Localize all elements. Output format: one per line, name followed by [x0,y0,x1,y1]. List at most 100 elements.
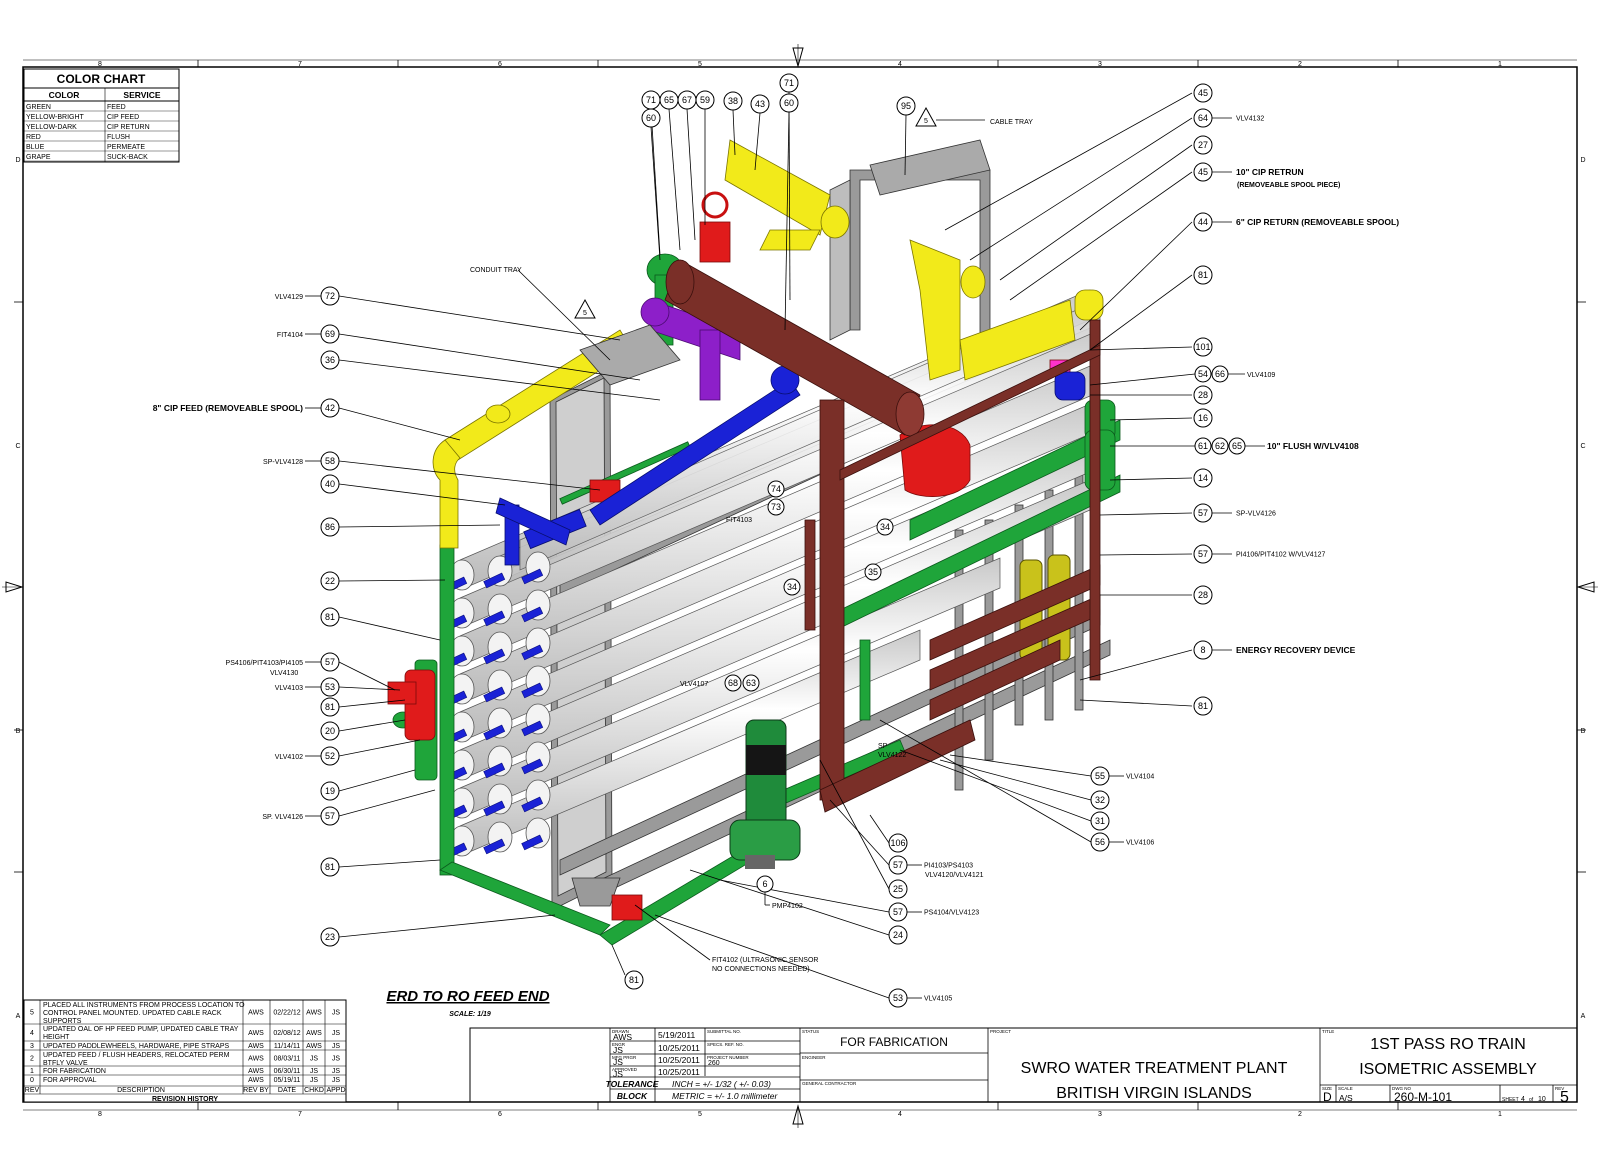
tolerance-metric: METRIC = +/- 1.0 millimeter [672,1091,778,1101]
callout-top-71: 71 [641,90,661,110]
callout-61: 61 [1194,437,1212,455]
rev-label: REV [1555,1086,1564,1091]
callout-right-label: SP-VLV4126 [1236,511,1276,518]
callout-top-38: 38 [723,91,743,111]
callout-left-label: FIT4104 [277,332,303,339]
approved-date: 10/25/2011 [658,1067,700,1077]
svg-text:24: 24 [893,930,903,940]
rev-by: AWS [248,1010,264,1017]
drawn-date: 5/19/2011 [658,1030,695,1040]
svg-text:54: 54 [1198,369,1208,379]
rev-description: UPDATED OAL OF HP FEED PUMP, UPDATED CAB… [43,1026,239,1033]
color-chart-color: GREEN [26,104,51,111]
callout-left-20: 20 [320,721,340,741]
svg-text:57: 57 [1198,508,1208,518]
callout-left-label: VLV4102 [275,754,303,761]
callout-right-45: 45 [1193,162,1213,182]
svg-text:55: 55 [1095,771,1105,781]
flush-label: 10" FLUSH W/VLV4108 [1267,441,1359,451]
title-block: DRAWN AWS 5/19/2011 ENGR JS 10/25/2011 M… [469,1027,1578,1106]
rev-header-revby: REV BY [243,1087,269,1094]
tolerance-label-2: BLOCK [617,1091,648,1101]
zone-col-3-top: 3 [1098,61,1102,68]
project-line-1: SWRO WATER TREATMENT PLANT [1021,1060,1288,1077]
submittal-label: SUBMITTAL NO. [707,1029,741,1034]
callout-right-label: ENERGY RECOVERY DEVICE [1236,645,1356,655]
zone-col-2-top: 2 [1298,61,1302,68]
rev-date: 02/08/12 [273,1030,300,1037]
zone-col-6-top: 6 [498,61,502,68]
svg-text:40: 40 [325,479,335,489]
rev-description: CONTROL PANEL MOUNTED. UPDATED CABLE RAC… [43,1010,222,1017]
zone-col-6-bottom: 6 [498,1111,502,1118]
size-label: SIZE [1322,1086,1332,1091]
fit4102-label-2: NO CONNECTIONS NEEDED) [712,966,810,973]
dwg-no-label: DWG NO [1392,1086,1411,1091]
callout-right-28: 28 [1193,585,1213,605]
zone-col-1-bottom: 1 [1498,1111,1502,1118]
callout-right-57: 57 [1193,503,1213,523]
tolerance-label-1: TOLERANCE [606,1079,659,1089]
rev-header-chkd: CHKD [304,1087,324,1094]
svg-text:38: 38 [728,96,738,106]
callout-left-label: VLV4103 [275,685,303,692]
callout-left-81: 81 [320,607,340,627]
callout-62: 62 [1211,437,1229,455]
view-title: ERD TO RO FEED END SCALE: 1/19 [386,988,549,1018]
callout-left-label: PS4106/PIT4103/PI4105 [226,660,304,667]
rev-date: 06/30/11 [274,1068,301,1075]
sp-label: SP [878,743,888,750]
zone-col-3-bottom: 3 [1098,1111,1102,1118]
svg-text:57: 57 [893,907,903,917]
svg-text:60: 60 [784,98,794,108]
callout-top-59: 59 [695,90,715,110]
callout-right-28: 28 [1193,385,1213,405]
vlv4130-label: VLV4130 [270,670,298,677]
suckback-piping-purple [640,297,741,401]
svg-text:56: 56 [1095,837,1105,847]
rev-appd: JS [332,1043,341,1050]
svg-text:31: 31 [1095,816,1105,826]
svg-text:45: 45 [1198,88,1208,98]
svg-text:28: 28 [1198,590,1208,600]
svg-text:95: 95 [901,101,911,111]
rev-by: AWS [248,1056,264,1063]
engr-date: 10/25/2011 [658,1043,700,1053]
project-line-2: BRITISH VIRGIN ISLANDS [1056,1085,1252,1102]
callout-left-42: 42 [320,398,340,418]
rev-header-date: DATE [278,1087,296,1094]
callout-bottom-106: 106 [888,833,908,853]
color-chart-service: FLUSH [107,134,130,141]
callout-right-57: 57 [1193,544,1213,564]
zone-row-c-left: C [15,443,20,450]
revision-history-title: REVISION HISTORY [152,1096,218,1103]
vlv4109-label: VLV4109 [1247,372,1275,379]
drawn-label: DRAWN [612,1029,629,1034]
rev-date: 08/03/11 [274,1056,301,1063]
rev-description: HEIGHT [43,1034,70,1041]
callout-left-69: 69 [320,324,340,344]
zone-row-d-left: D [15,157,20,164]
callout-bottom-55: 55 [1090,766,1110,786]
callout-74: 74 [767,480,785,498]
zone-col-4-bottom: 4 [898,1111,902,1118]
callout-left-label: VLV4129 [275,294,303,301]
rev-appd: JS [332,1077,341,1084]
svg-text:35: 35 [868,567,878,577]
callout-left-label: SP-VLV4128 [263,459,303,466]
svg-text:57: 57 [325,657,335,667]
vlv4120-4121-label: VLV4120/VLV4121 [925,872,984,879]
fit4102-label-1: FIT4102 (ULTRASONIC SENSOR [712,957,818,964]
size-value: D [1323,1090,1332,1104]
callout-top-43: 43 [750,94,770,114]
svg-text:36: 36 [325,355,335,365]
svg-text:66: 66 [1215,369,1225,379]
approved-by: JS [613,1069,623,1079]
svg-text:71: 71 [646,95,656,105]
callout-left-53: 53 [320,677,340,697]
color-chart-header-color: COLOR [49,90,80,100]
zone-row-a-right: A [1581,1013,1586,1020]
callout-bottom-25: 25 [888,879,908,899]
